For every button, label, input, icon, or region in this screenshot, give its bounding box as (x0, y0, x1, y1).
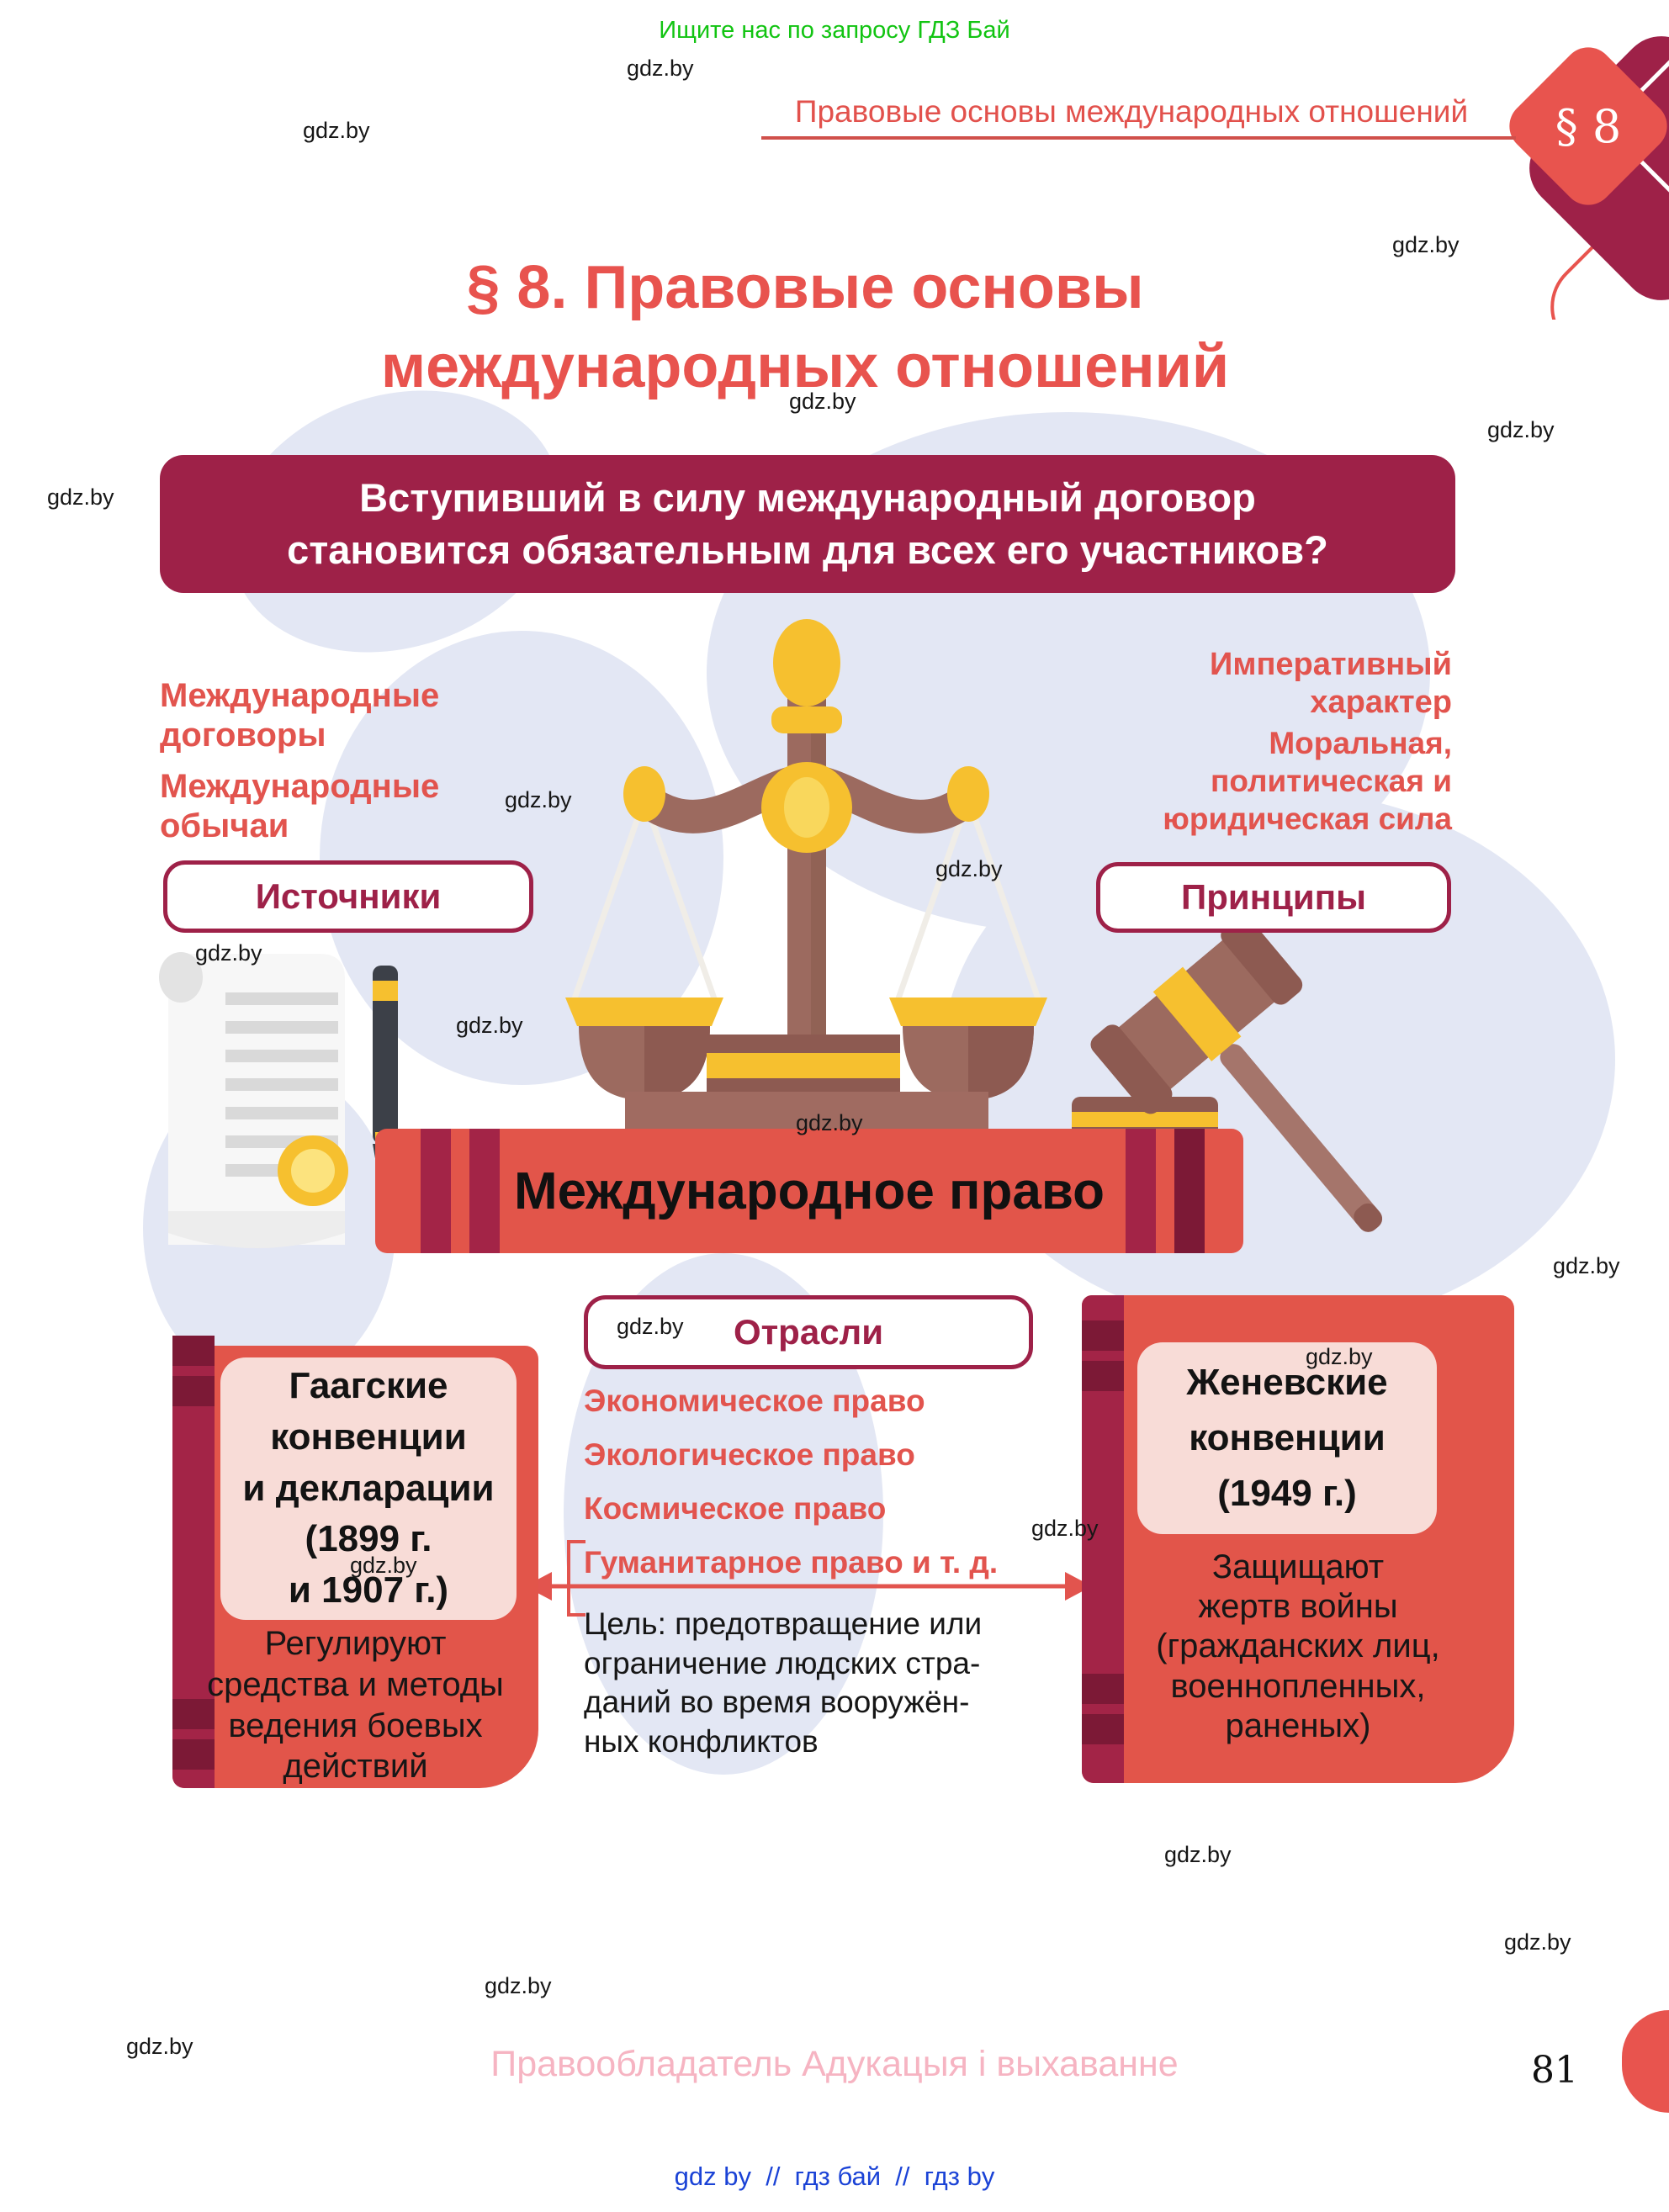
spine-stripe (172, 1376, 215, 1406)
hague-card-spine (172, 1336, 215, 1788)
watermark: gdz.by (350, 1553, 417, 1578)
watermark: gdz.by (1031, 1516, 1099, 1541)
copyright-text: Правообладатель Адукацыя і выхаванне (490, 2044, 1179, 2084)
header-underline (761, 136, 1516, 140)
book-stripe (1174, 1129, 1205, 1253)
scale-strings (570, 797, 1042, 1003)
book-stripe (1126, 1129, 1156, 1253)
sources-pill: Источники (163, 860, 533, 933)
watermark: gdz.by (1487, 417, 1555, 442)
goal-bracket (567, 1540, 585, 1617)
watermark: gdz.by (627, 56, 694, 81)
question-banner: Вступивший в силу международный договор … (160, 455, 1455, 593)
promo-banner-text: Ищите нас по запросу ГДЗ Бай (659, 17, 1010, 44)
principle-item-force: Моральная, политическая и юридическая си… (1163, 726, 1452, 836)
branch-economic: Экономическое право (584, 1384, 925, 1418)
hague-card-title: Гаагские конвенции и декларации (1899 г.… (220, 1357, 517, 1620)
watermark: gdz.by (935, 856, 1003, 881)
watermark: gdz.by (303, 118, 370, 143)
book-stripe (421, 1129, 451, 1253)
watermark: gdz.by (47, 484, 114, 510)
geneva-card-desc: Защищают жертв войны (гражданских лиц, в… (1156, 1548, 1440, 1744)
scroll-document-icon (159, 952, 348, 1248)
principles-pill: Принципы (1096, 862, 1451, 933)
principles-pill-label: Принципы (1181, 877, 1366, 917)
page-title-line2: международных отношений (380, 332, 1230, 400)
law-book: Международное право (375, 1129, 1243, 1253)
principle-item-imperative: Императивный характер (1210, 647, 1452, 720)
source-item-treaties: Международные договоры (160, 677, 440, 754)
branches-pill-label: Отрасли (733, 1312, 884, 1352)
spine-stripe (172, 1739, 215, 1770)
hague-card-desc: Регулируют средства и методы ведения бое… (207, 1625, 504, 1786)
branch-ecological: Экологическое право (584, 1437, 915, 1472)
book-stripe (469, 1129, 500, 1253)
watermark: gdz.by (796, 1110, 863, 1135)
running-header: Правовые основы международных отношений (794, 94, 1469, 129)
scales-icon (565, 619, 1047, 1130)
watermark: gdz.by (617, 1314, 684, 1339)
branch-humanitarian: Гуманитарное право и т. д. (584, 1545, 999, 1580)
watermark: gdz.by (1392, 232, 1460, 257)
paragraph-badge-label: § 8 (1555, 99, 1622, 153)
branches-pill: Отрасли (584, 1295, 1033, 1369)
watermark: gdz.by (485, 1973, 552, 1998)
spine-stripe (1082, 1674, 1124, 1704)
watermark: gdz.by (1504, 1929, 1571, 1955)
spine-stripe (1082, 1714, 1124, 1744)
branch-space: Космическое право (584, 1491, 887, 1526)
spine-stripe (1082, 1320, 1124, 1351)
watermark: gdz.by (1306, 1344, 1373, 1369)
watermark: gdz.by (1553, 1253, 1620, 1278)
watermark: gdz.by (126, 2034, 193, 2059)
watermark: gdz.by (505, 787, 572, 812)
hague-card: Гаагские конвенции и декларации (1899 г.… (172, 1336, 538, 1788)
geneva-card-spine (1082, 1295, 1124, 1783)
gavel-icon (1090, 915, 1383, 1232)
law-book-title: Международное право (513, 1162, 1105, 1220)
bottom-links[interactable]: gdz by // гдз бай // гдз by (674, 2162, 995, 2191)
source-item-customs: Международные обычаи (160, 768, 440, 844)
double-arrow (525, 1572, 1092, 1601)
watermark: gdz.by (195, 940, 262, 966)
page-number: 81 (1531, 2049, 1578, 2092)
spine-stripe (172, 1699, 215, 1729)
sources-pill-label: Источники (255, 876, 442, 916)
page-title-line1: § 8. Правовые основы (466, 254, 1144, 321)
spine-stripe (1082, 1361, 1124, 1391)
humanitarian-goal-text: Цель: предотвращение или ограничение люд… (584, 1606, 983, 1759)
spine-stripe (172, 1336, 215, 1366)
geneva-card: Женевские конвенции (1949 г.) Защищают ж… (1082, 1295, 1514, 1783)
arrowhead-right (1065, 1572, 1092, 1601)
page-title: § 8. Правовые основы международных отнош… (0, 249, 1610, 406)
geneva-card-title: Женевские конвенции (1949 г.) (1137, 1342, 1437, 1534)
paragraph-badge (1509, 36, 1669, 320)
watermark: gdz.by (456, 1013, 523, 1038)
watermark: gdz.by (1164, 1842, 1232, 1867)
arrowhead-left (525, 1572, 552, 1601)
watermark: gdz.by (789, 389, 856, 414)
